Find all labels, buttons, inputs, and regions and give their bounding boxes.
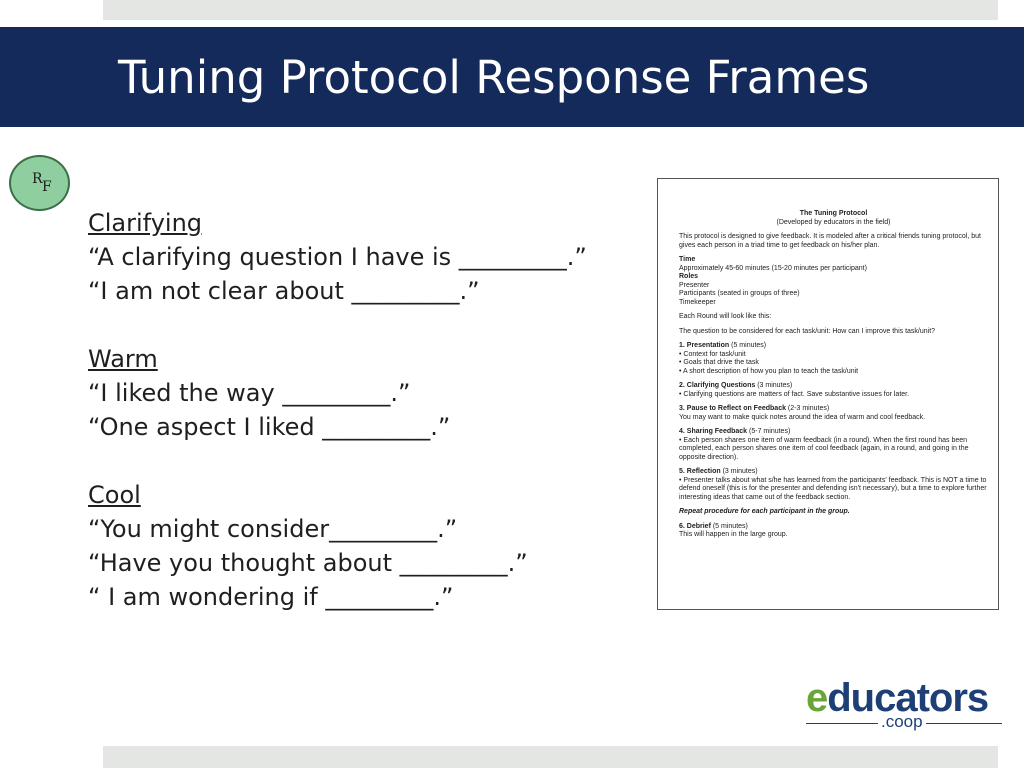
slide-title: Tuning Protocol Response Frames xyxy=(118,51,870,104)
bottom-decorative-strip xyxy=(103,746,998,768)
doc-roles-heading: Roles xyxy=(679,273,699,280)
badge-letter-r: R xyxy=(32,171,43,187)
frame-heading: Clarifying xyxy=(88,209,203,237)
doc-time-text: Approximately 45-60 minutes (15-20 minut… xyxy=(679,264,867,272)
doc-section-heading: 6. Debrief xyxy=(679,522,711,530)
doc-list-item: • Context for task/unit xyxy=(679,350,746,358)
frame-group-warm: Warm “I liked the way _________.” “One a… xyxy=(88,342,658,444)
response-frames-badge-icon: R F xyxy=(9,155,70,211)
doc-subtitle: (Developed by educators in the field) xyxy=(776,218,891,226)
frame-line: “ I am wondering if _________.” xyxy=(88,583,454,611)
doc-section-time: (5 minutes) xyxy=(710,522,748,530)
doc-round-text: Each Round will look like this: xyxy=(679,313,772,320)
frame-heading: Cool xyxy=(88,481,141,509)
frame-line: “A clarifying question I have is _______… xyxy=(88,243,587,271)
doc-section-time: (5-7 minutes) xyxy=(747,428,791,435)
response-frames-list: Clarifying “A clarifying question I have… xyxy=(88,206,658,648)
doc-intro: This protocol is designed to give feedba… xyxy=(679,233,981,249)
doc-section-time: (3 minutes) xyxy=(720,468,758,475)
title-bar xyxy=(0,27,1024,127)
frame-heading: Warm xyxy=(88,345,158,373)
doc-question-text: The question to be considered for each t… xyxy=(679,327,936,335)
doc-title: The Tuning Protocol xyxy=(799,210,868,217)
doc-section-heading: 3. Pause to Reflect on Feedback xyxy=(679,405,786,412)
doc-section-heading: 1. Presentation xyxy=(679,342,730,349)
doc-time-heading: Time xyxy=(679,256,696,263)
frame-line: “Have you thought about _________.” xyxy=(88,549,528,577)
doc-role: Presenter xyxy=(679,281,710,289)
frame-group-cool: Cool “You might consider_________.” “Hav… xyxy=(88,478,658,614)
frame-line: “One aspect I liked _________.” xyxy=(88,413,451,441)
tuning-protocol-document-thumbnail: The Tuning Protocol (Developed by educat… xyxy=(657,178,999,610)
doc-section-time: (5 minutes) xyxy=(729,342,767,349)
doc-section-text: You may want to make quick notes around … xyxy=(679,413,926,421)
frame-group-clarifying: Clarifying “A clarifying question I have… xyxy=(88,206,658,308)
logo-coop: .coop xyxy=(878,712,926,732)
top-decorative-strip xyxy=(103,0,998,20)
doc-list-item: • A short description of how you plan to… xyxy=(679,367,859,375)
doc-section-time: (3 minutes) xyxy=(755,382,793,389)
doc-section-heading: 5. Reflection xyxy=(679,468,721,475)
doc-section-time: (2-3 minutes) xyxy=(785,405,830,412)
educators-coop-logo: educators .coop xyxy=(806,676,1006,736)
doc-section-text: • Presenter talks about what s/he has le… xyxy=(679,476,987,501)
frame-line: “I am not clear about _________.” xyxy=(88,277,480,305)
doc-list-item: • Goals that drive the task xyxy=(679,359,759,366)
doc-section-heading: 2. Clarifying Questions xyxy=(679,382,756,389)
doc-repeat-text: Repeat procedure for each participant in… xyxy=(679,508,850,515)
doc-section-heading: 4. Sharing Feedback xyxy=(679,428,748,435)
frame-line: “You might consider_________.” xyxy=(88,515,458,543)
logo-e-letter: e xyxy=(806,676,828,720)
doc-section-text: • Clarifying questions are matters of fa… xyxy=(679,390,910,398)
doc-section-text: • Each person shares one item of warm fe… xyxy=(679,436,969,461)
doc-role: Participants (seated in groups of three) xyxy=(679,290,800,297)
frame-line: “I liked the way _________.” xyxy=(88,379,411,407)
doc-section-text: This will happen in the large group. xyxy=(679,531,788,538)
badge-letter-f: F xyxy=(42,179,52,195)
doc-role: Timekeeper xyxy=(679,298,716,306)
